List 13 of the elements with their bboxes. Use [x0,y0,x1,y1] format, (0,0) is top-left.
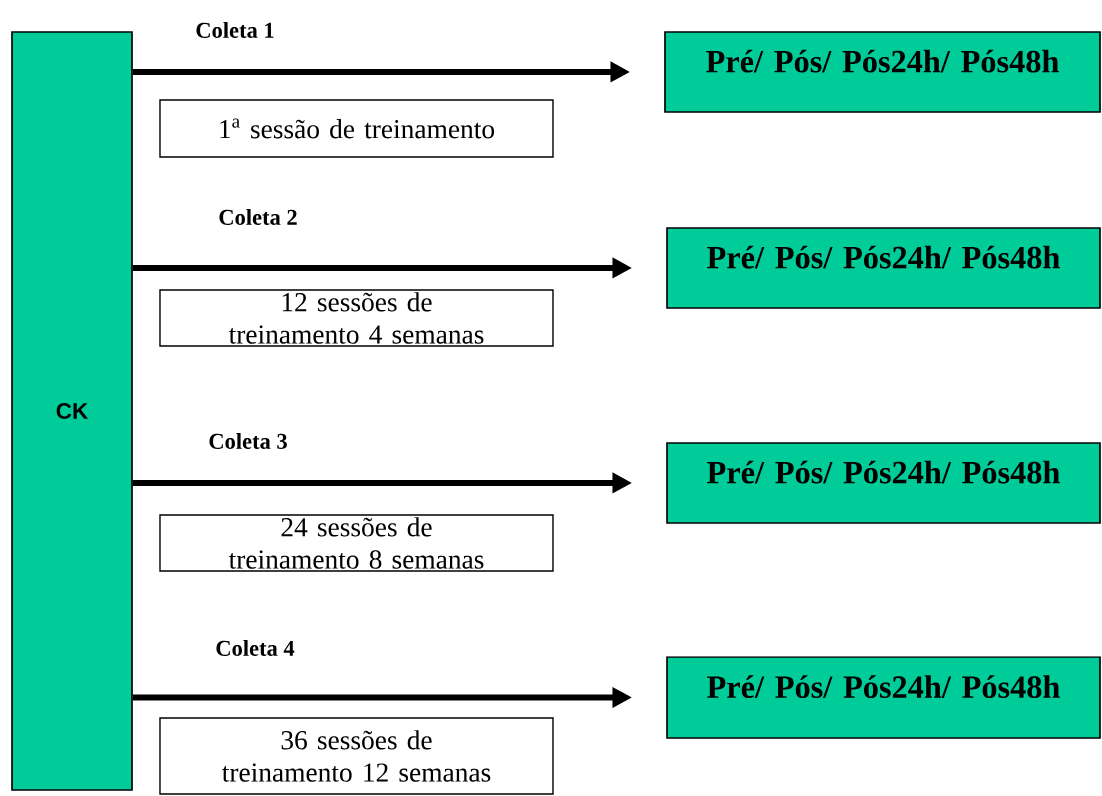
session-box: 1$^{a}$ sessão de treinamento [159,99,554,158]
edge-label: Coleta 3 [209,433,287,449]
result-box: Pré/ Pós/ Pós24h/ Pós48h [666,656,1101,739]
edge-label: Coleta 4 [216,640,295,656]
result-box: Pré/ Pós/ Pós24h/ Pós48h [664,31,1101,113]
ck-bar: CK [11,31,133,791]
edge-label: Coleta 1 [196,22,274,38]
result-box: Pré/ Pós/ Pós24h/ Pós48h [666,442,1101,524]
session-box: 24 sessões de treinamento 8 semanas [159,514,554,572]
session-box: 12 sessões de treinamento 4 semanas [159,289,554,347]
session-box: 36 sessões de treinamento 12 semanas [159,717,554,795]
result-box: Pré/ Pós/ Pós24h/ Pós48h [666,227,1101,309]
edge-label: Coleta 2 [219,209,297,225]
